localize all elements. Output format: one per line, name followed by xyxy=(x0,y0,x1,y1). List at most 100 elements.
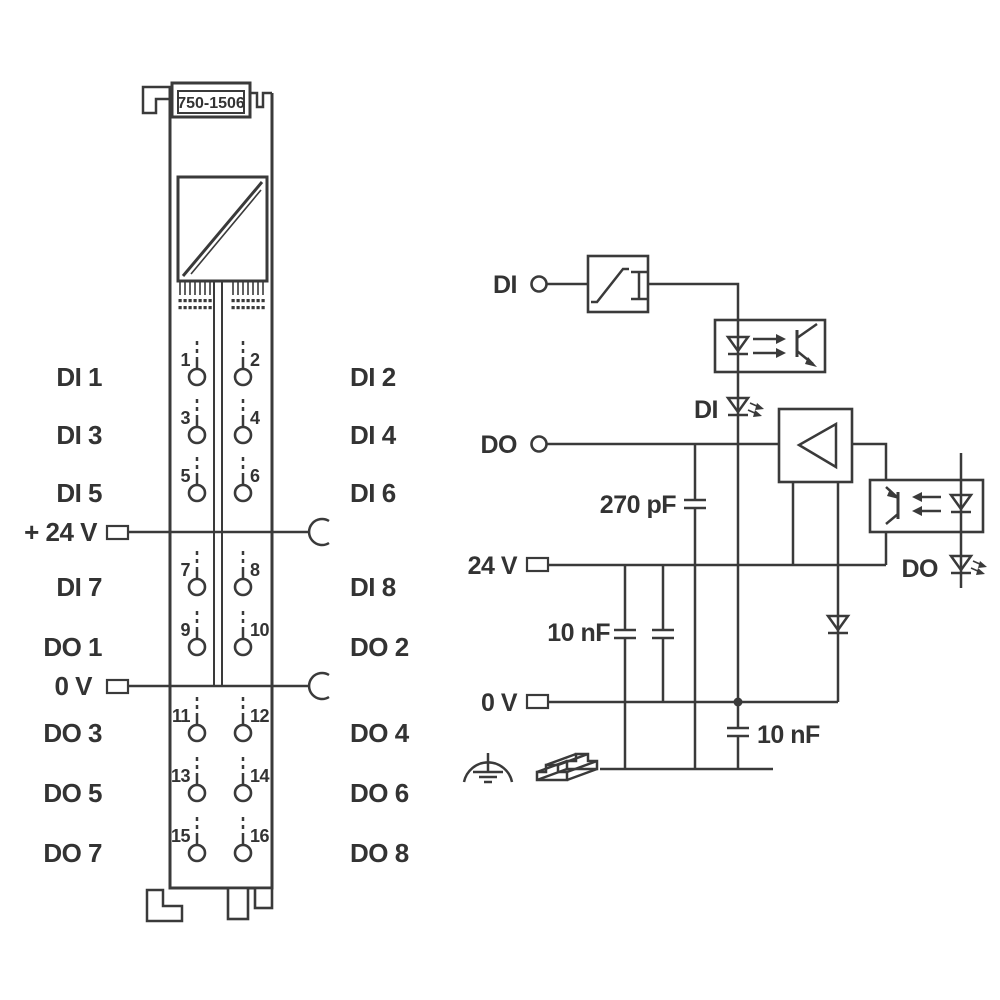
terminal-circle xyxy=(233,843,253,863)
cap-270pf-icon: 270 pF xyxy=(600,444,706,769)
din-rail-edge xyxy=(545,752,577,767)
cap-10nf-bottom-label: 10 nF xyxy=(757,721,820,749)
comb-dot xyxy=(203,306,207,310)
comb-dot xyxy=(251,299,255,303)
terminal-circle xyxy=(233,783,253,803)
terminal-number: 2 xyxy=(250,350,260,370)
terminal-circle xyxy=(233,367,253,387)
module-foot-left xyxy=(145,888,184,923)
power-rail-0v: 0 V xyxy=(54,671,330,701)
supply-0v-terminal xyxy=(525,693,550,710)
terminal-number: 14 xyxy=(250,766,270,786)
terminal-number: 10 xyxy=(250,620,270,640)
din-rail-icon xyxy=(535,752,599,782)
terminal-number: 16 xyxy=(250,826,270,846)
comb-dot xyxy=(256,306,260,310)
do-led-label: DO xyxy=(902,555,939,583)
terminal-row: DI 1 DI 2 1 2 xyxy=(56,341,396,392)
module-left-label: DI 3 xyxy=(56,420,102,450)
terminal-number: 6 xyxy=(250,466,260,486)
terminal-circle xyxy=(233,637,253,657)
output-driver-box-icon xyxy=(777,407,854,484)
module-top-latch xyxy=(250,91,272,109)
terminal-number: 1 xyxy=(180,350,190,370)
module-body-outline xyxy=(168,87,274,890)
terminal-circle xyxy=(233,723,253,743)
comb-dot xyxy=(193,306,197,310)
do-led-ray-head xyxy=(976,568,985,575)
module-right-label: DI 4 xyxy=(350,420,397,450)
ramp-symbol xyxy=(591,267,629,304)
module-right-label: DI 6 xyxy=(350,478,396,508)
di-input-terminal-icon xyxy=(530,275,548,293)
terminal-circle xyxy=(187,637,207,657)
comb-dot xyxy=(256,299,260,303)
diode-icon xyxy=(825,614,851,635)
comb-dot xyxy=(178,306,182,310)
terminal-number: 11 xyxy=(172,706,191,726)
terminal-circle xyxy=(187,783,207,803)
module-left-label: DO 1 xyxy=(43,632,102,662)
contact-comb xyxy=(178,281,265,310)
display-diagonal-2 xyxy=(190,189,262,275)
opto1-led-triangle xyxy=(725,335,751,354)
comb-dot xyxy=(188,299,192,303)
module-right-label: DO 8 xyxy=(350,838,409,868)
comb-dot xyxy=(241,299,245,303)
terminal-number: 3 xyxy=(180,408,190,428)
terminal-number: 15 xyxy=(171,826,191,846)
din-rail-edge xyxy=(566,759,598,774)
opto2-arrowhead xyxy=(912,492,922,502)
module-right-label: DI 2 xyxy=(350,362,396,392)
do-output-label: DO xyxy=(481,431,518,459)
di-input-label: DI xyxy=(493,271,517,299)
module-left-label: DI 1 xyxy=(56,362,102,392)
comb-dot xyxy=(261,299,265,303)
do-led-triangle xyxy=(948,554,974,573)
comb-dot xyxy=(251,306,255,310)
opto2-emitter xyxy=(885,513,899,525)
diode-triangle xyxy=(825,614,851,633)
di-status-led-icon: DI xyxy=(694,396,764,424)
comb-dot xyxy=(183,306,187,310)
module-foot-right xyxy=(253,886,274,910)
di-led-ray-head xyxy=(753,410,762,417)
do-status-led-icon: DO xyxy=(902,554,987,583)
terminal-circle xyxy=(233,577,253,597)
di-led-label: DI xyxy=(694,396,718,424)
part-number-frame xyxy=(177,90,245,114)
cap-10nf-label: 10 nF xyxy=(547,619,610,647)
supply-0v-label: 0 V xyxy=(481,689,518,717)
comb-dot xyxy=(193,299,197,303)
comb-dot xyxy=(178,299,182,303)
module-foot-middle xyxy=(226,886,250,921)
rail-0v-terminal xyxy=(105,678,130,695)
power-rail-24v: + 24 V xyxy=(24,517,330,547)
terminal-number: 13 xyxy=(171,766,191,786)
input-filter-box-icon xyxy=(586,254,650,314)
rail-0v-socket-arc xyxy=(307,671,330,701)
module-left-label: DI 5 xyxy=(56,478,102,508)
comb-dot xyxy=(183,299,187,303)
supply-24v-terminal xyxy=(525,556,550,573)
din-rail-edge xyxy=(557,752,589,767)
din-rail-edge xyxy=(566,767,598,782)
opto2-collector-arrow xyxy=(887,489,899,499)
opto2-led-triangle xyxy=(948,493,974,512)
module-right-label: DO 2 xyxy=(350,632,409,662)
terminal-circle xyxy=(187,723,207,743)
comb-dot xyxy=(236,299,240,303)
comb-dot xyxy=(246,306,250,310)
supply-24v-label: 24 V xyxy=(468,552,518,580)
display-diagonal xyxy=(181,181,264,277)
output-driver-box xyxy=(777,407,854,484)
earth-ground-icon xyxy=(462,753,514,784)
comb-dot xyxy=(246,299,250,303)
opto1-collector xyxy=(796,322,818,340)
do-output-terminal-icon xyxy=(530,435,548,453)
